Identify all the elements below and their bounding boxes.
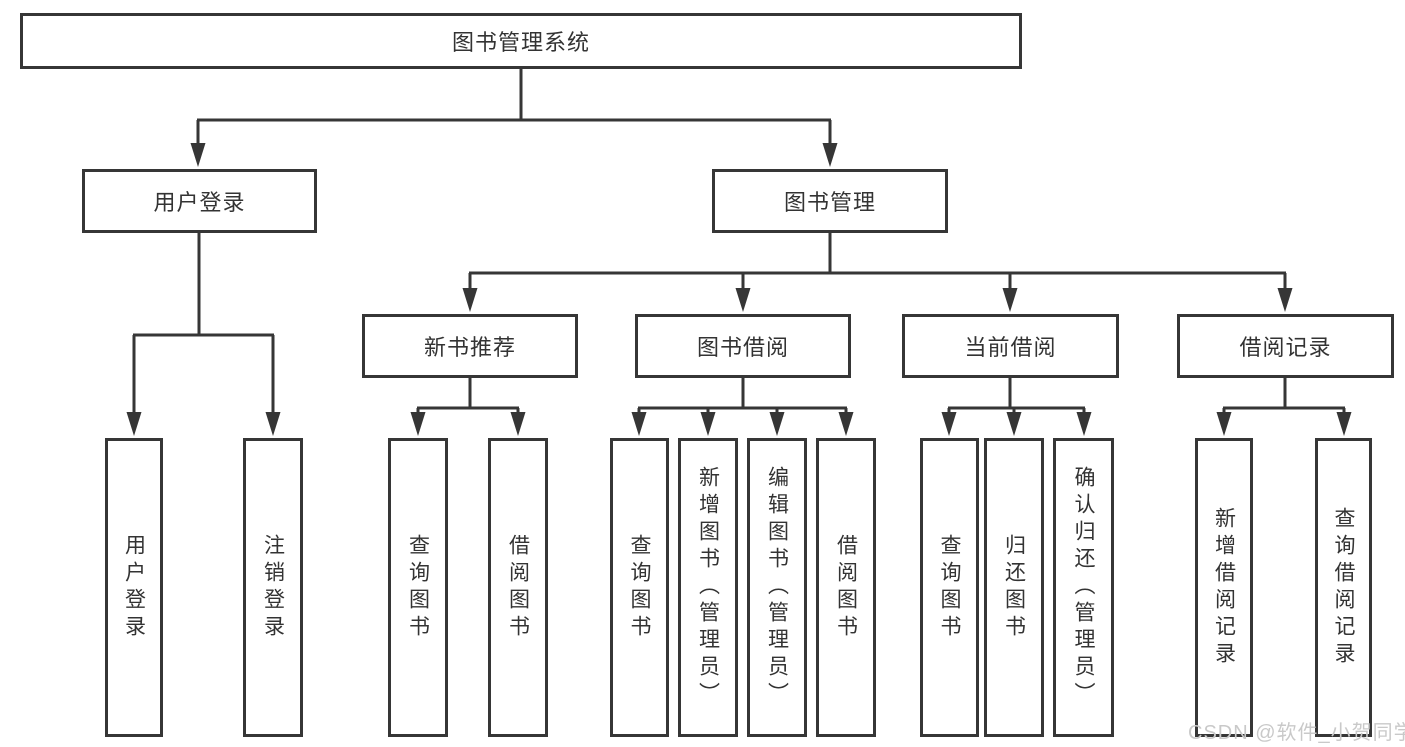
node-label: 查询图书 bbox=[938, 533, 961, 642]
leaf-query-books-borrowing: 查询图书 bbox=[610, 438, 669, 737]
node-label: 借阅图书 bbox=[506, 533, 530, 642]
node-label: 新书推荐 bbox=[423, 335, 516, 360]
leaf-user-login: 用户登录 bbox=[105, 438, 163, 737]
node-label: 借阅记录 bbox=[1239, 335, 1332, 360]
watermark: CSDN @软件_小贺同学 bbox=[1188, 722, 1405, 744]
node-book-management: 图书管理 bbox=[712, 169, 948, 233]
leaf-query-borrow-record: 查询借阅记录 bbox=[1315, 438, 1372, 737]
leaf-query-books-recommend: 查询图书 bbox=[388, 438, 448, 737]
node-book-borrowing: 图书借阅 bbox=[635, 314, 851, 378]
node-current-borrowing: 当前借阅 bbox=[902, 314, 1119, 378]
leaf-confirm-return-admin: 确认归还（管理员） bbox=[1053, 438, 1114, 737]
node-label: 图书管理系统 bbox=[451, 30, 590, 55]
node-label: 图书借阅 bbox=[696, 335, 789, 360]
node-label: 新增图书（管理员） bbox=[696, 466, 720, 709]
leaf-borrow-books-recommend: 借阅图书 bbox=[488, 438, 548, 737]
node-label: 查询图书 bbox=[406, 533, 430, 642]
node-label: 用户登录 bbox=[153, 190, 246, 215]
node-new-book-recommendation: 新书推荐 bbox=[362, 314, 578, 378]
node-label: 查询借阅记录 bbox=[1332, 506, 1355, 669]
node-label: 新增借阅记录 bbox=[1212, 506, 1236, 669]
leaf-query-books-current: 查询图书 bbox=[920, 438, 979, 737]
node-label: 用户登录 bbox=[122, 533, 146, 642]
leaf-return-books: 归还图书 bbox=[984, 438, 1044, 737]
leaf-add-books-admin: 新增图书（管理员） bbox=[678, 438, 738, 737]
node-label: 确认归还（管理员） bbox=[1072, 466, 1095, 709]
leaf-borrow-books: 借阅图书 bbox=[816, 438, 876, 737]
node-label: 当前借阅 bbox=[964, 335, 1057, 360]
node-label: 查询图书 bbox=[628, 533, 651, 642]
node-label: 注销登录 bbox=[261, 533, 285, 642]
node-borrowing-records: 借阅记录 bbox=[1177, 314, 1394, 378]
node-label: 借阅图书 bbox=[834, 533, 858, 642]
node-library-management-system: 图书管理系统 bbox=[20, 13, 1022, 69]
node-label: 编辑图书（管理员） bbox=[765, 466, 789, 709]
leaf-logout: 注销登录 bbox=[243, 438, 303, 737]
node-label: 归还图书 bbox=[1002, 533, 1026, 642]
leaf-add-borrow-record: 新增借阅记录 bbox=[1195, 438, 1253, 737]
node-label: 图书管理 bbox=[783, 190, 876, 215]
node-user-login: 用户登录 bbox=[82, 169, 317, 233]
leaf-edit-books-admin: 编辑图书（管理员） bbox=[747, 438, 807, 737]
